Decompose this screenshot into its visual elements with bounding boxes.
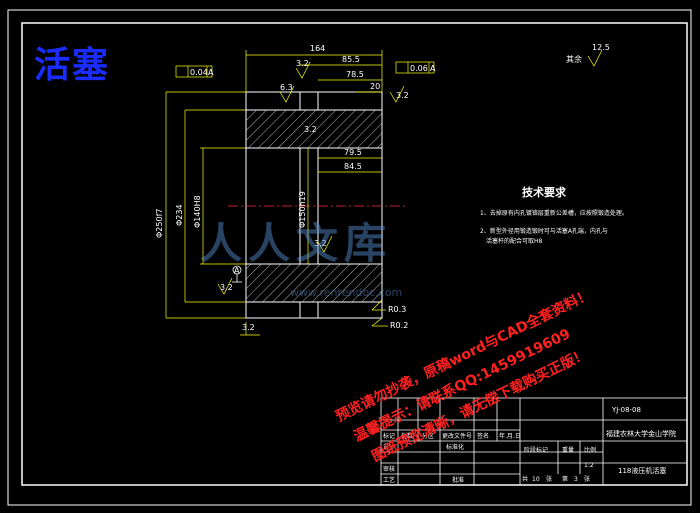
dim-85-5: 85.5: [342, 55, 360, 64]
datum-label: A: [234, 266, 240, 275]
tb-mark: 标记: [383, 432, 395, 440]
tb-date: 年.月.日: [499, 432, 521, 440]
roughness-3-2-f: 3.2: [242, 323, 255, 332]
tb-page-unit: 张: [584, 475, 590, 483]
university-name: 福建农林大学金山学院: [606, 429, 676, 438]
dim-r03: R0.3: [388, 305, 406, 314]
roughness-general-prefix: 其余: [566, 54, 582, 64]
dim-164: 164: [310, 44, 325, 53]
page-title: 活塞: [34, 44, 111, 86]
dim-dia234: Φ234: [175, 204, 184, 226]
watermark-url: www.renrendoc.com: [290, 286, 403, 299]
roughness-3-2-d: 3.2: [314, 239, 327, 248]
title-block: [380, 397, 688, 486]
tb-checker: 审核: [383, 465, 395, 473]
roughness-3-2-a: 3.2: [296, 59, 309, 68]
roughness-3-2-c: 3.2: [304, 125, 317, 134]
roughness-general: 12.5: [592, 43, 610, 52]
drawing-number: YJ-08-08: [611, 406, 641, 414]
tb-count: 处数: [401, 432, 413, 440]
tech-item-2b: 活塞杆的配合可取H8: [486, 237, 543, 245]
tech-item-2: 2、新型外径用锻造锻时可与活塞A孔端，内孔与: [480, 227, 608, 235]
roughness-3-2-b: 3.2: [396, 91, 409, 100]
dim-r02: R0.2: [390, 321, 408, 330]
tb-zone: 分区: [422, 432, 434, 440]
dim-78-5: 78.5: [346, 70, 364, 79]
tb-scale-value: 1:2: [584, 462, 594, 469]
tb-stage-mark: 阶段标记: [524, 446, 548, 454]
dim-79-5: 79.5: [344, 148, 362, 157]
tb-approve: 批准: [452, 476, 464, 484]
coaxiality-ref: A: [208, 68, 214, 77]
dimension-lines: [165, 49, 603, 336]
dim-dia250: Φ250f7: [155, 209, 164, 238]
outer-frame: [7, 9, 692, 506]
dim-dia140: Φ140H8: [193, 195, 202, 228]
tb-total-unit: 张: [546, 475, 552, 483]
piston-section: [200, 91, 405, 319]
tech-item-1: 1、去掉原有内孔镀铬层重新公差槽，应按照锻造处理。: [480, 209, 628, 217]
tb-standardize: 标准化: [446, 443, 464, 451]
dim-84-5: 84.5: [344, 162, 362, 171]
tb-total: 共: [522, 475, 528, 483]
dim-dia150: Φ150h19: [298, 191, 307, 228]
tb-total-val: 10: [532, 476, 540, 483]
parallelism-value: 0.06: [410, 64, 428, 73]
roughness-3-2-e: 3.2: [220, 283, 233, 292]
tb-change-doc: 更改文件号: [442, 432, 472, 440]
roughness-6-3: 6.3: [280, 83, 293, 92]
tb-page-val: 3: [574, 476, 578, 483]
datum-symbol: [232, 265, 242, 283]
dim-20: 20: [370, 82, 380, 91]
parallelism-ref: A: [430, 64, 436, 73]
part-name: 118液压机活塞: [618, 466, 666, 475]
tb-signature: 签名: [477, 432, 489, 440]
tb-scale: 比例: [584, 446, 596, 454]
watermark-text: 人人文库: [200, 219, 393, 268]
tb-page: 第: [562, 475, 568, 483]
coaxiality-value: 0.04: [190, 68, 208, 77]
tech-heading: 技术要求: [522, 185, 567, 199]
inner-frame: [21, 22, 688, 486]
tb-designer: 设计: [383, 443, 395, 451]
tb-process: 工艺: [383, 476, 395, 484]
tb-weight: 重量: [562, 446, 574, 454]
